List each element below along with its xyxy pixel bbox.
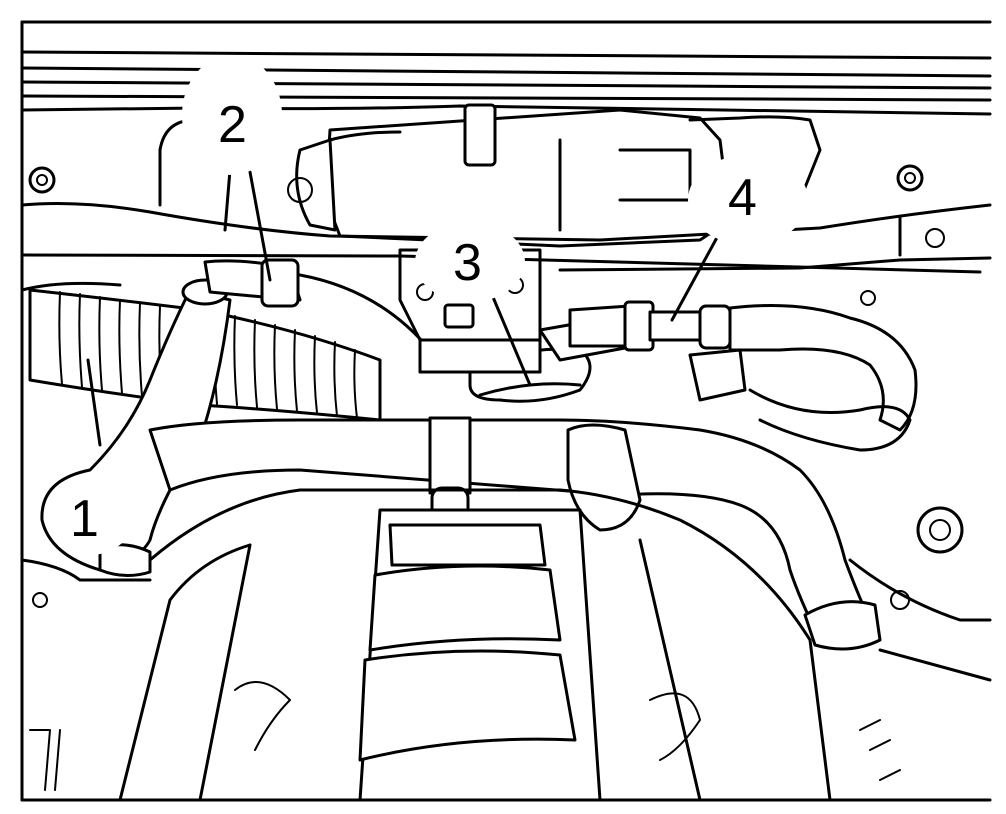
hose-3 [418,314,627,403]
callout-4: 4 [728,169,757,227]
leader-lines [86,170,722,447]
leader-line-1 [86,358,102,447]
intake-manifold [29,488,992,802]
coolant-hose [148,416,882,651]
cowl-panel [20,50,992,116]
mounting-bolts [28,164,924,194]
leader-line-3 [488,288,532,387]
callout-backgrounds [45,55,808,555]
leader-line-4 [670,230,722,322]
callout-3: 3 [453,234,482,292]
hose-2 [203,258,432,352]
callout-2: 2 [218,96,247,154]
bulkhead-rails [20,202,992,306]
leader-line-2 [248,170,272,282]
hose-4 [568,300,918,452]
callouts: 1 2 3 4 [70,96,757,548]
callout-1: 1 [70,490,99,548]
